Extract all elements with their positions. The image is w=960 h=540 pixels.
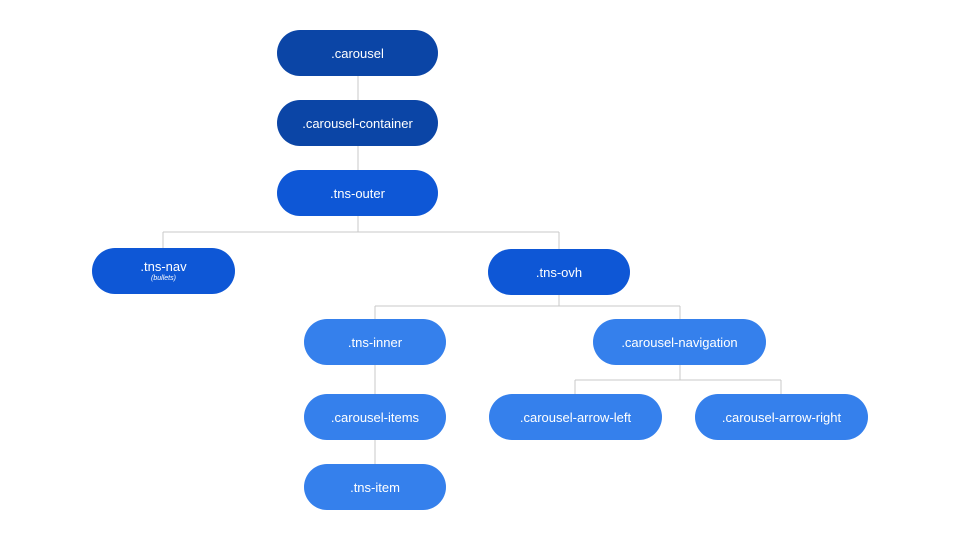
node-label: .carousel-arrow-right bbox=[721, 409, 842, 425]
node-carousel-container: .carousel-container bbox=[277, 100, 438, 146]
node-tns-nav: .tns-nav (bullets) bbox=[92, 248, 235, 294]
node-carousel-items: .carousel-items bbox=[304, 394, 446, 440]
node-carousel-arrow-left: .carousel-arrow-left bbox=[489, 394, 662, 440]
node-tns-inner: .tns-inner bbox=[304, 319, 446, 365]
edge-outer-children bbox=[162, 216, 560, 249]
node-note: (bullets) bbox=[151, 275, 176, 282]
edge-navigation-arrows bbox=[574, 365, 782, 394]
node-carousel-navigation: .carousel-navigation bbox=[593, 319, 766, 365]
node-label: .tns-ovh bbox=[535, 264, 583, 280]
node-label: .carousel-arrow-left bbox=[519, 409, 632, 425]
edge-ovh-children bbox=[374, 295, 681, 319]
node-label: .carousel-items bbox=[330, 409, 420, 425]
node-tns-item: .tns-item bbox=[304, 464, 446, 510]
node-label: .tns-nav bbox=[140, 259, 187, 274]
node-carousel-arrow-right: .carousel-arrow-right bbox=[695, 394, 868, 440]
node-label: .tns-inner bbox=[347, 334, 403, 350]
node-label: .tns-outer bbox=[330, 185, 385, 201]
node-label: .tns-item bbox=[350, 479, 400, 495]
node-carousel: .carousel bbox=[277, 30, 438, 76]
node-tns-outer: .tns-outer bbox=[277, 170, 438, 216]
node-label: .carousel bbox=[331, 45, 384, 61]
node-label: .carousel-container bbox=[302, 115, 413, 131]
node-tns-ovh: .tns-ovh bbox=[488, 249, 630, 295]
node-label: .carousel-navigation bbox=[621, 334, 738, 350]
